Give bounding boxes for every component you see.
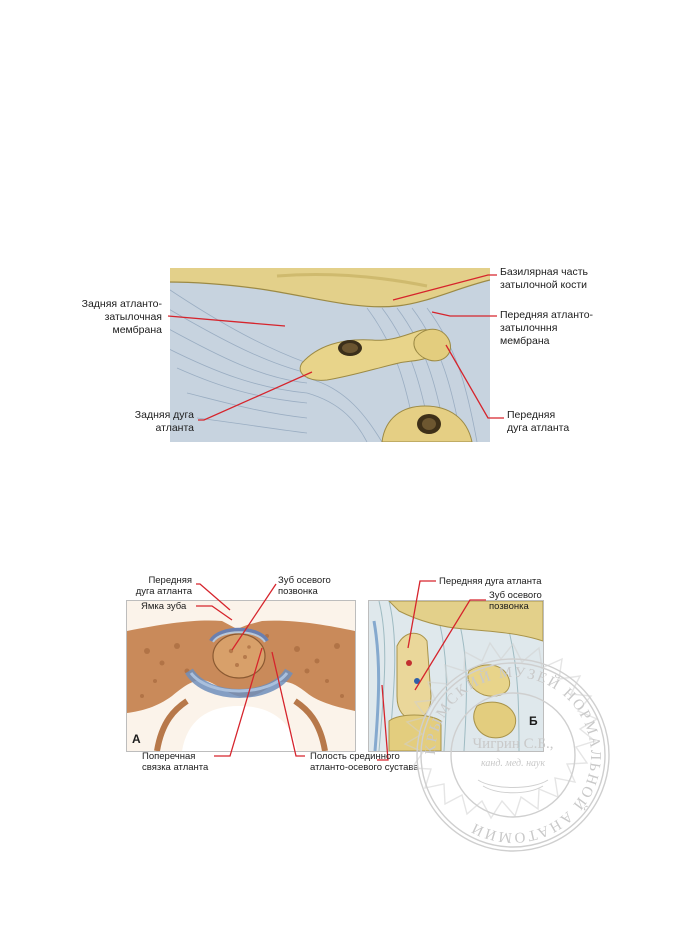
seal-center-name: Чигрин С.Б., xyxy=(472,736,553,752)
label-posterior-atlanto-occipital-membrane: Задняя атланто- затылочная мембрана xyxy=(81,298,162,336)
label-b-dens: Зуб осевого позвонка xyxy=(489,590,542,612)
label-basilar-part: Базилярная часть затылочной кости xyxy=(500,266,589,291)
label-a-dens: Зуб осевого позвонка xyxy=(278,575,331,597)
label-anterior-atlanto-occipital-membrane: Передняя атланто- затылочння мембрана xyxy=(500,309,594,347)
figure-atlanto-occipital-membranes xyxy=(167,268,490,442)
label-a-joint-cavity: Полость срединного атланто-осевого суста… xyxy=(310,751,419,773)
label-anterior-arch-fig1: Передняя дуга атланта xyxy=(507,409,570,434)
panel-b-tag: Б xyxy=(529,714,538,728)
label-b-anterior-arch: Передняя дуга атланта xyxy=(439,576,542,587)
label-a-transverse-ligament: Поперечная связка атланта xyxy=(142,751,209,773)
label-a-dens-fovea: Ямка зуба xyxy=(141,601,187,612)
figure-panel-a: А xyxy=(126,600,356,752)
panel-a-tag: А xyxy=(132,732,141,746)
label-a-anterior-arch: Передняя дуга атланта xyxy=(135,575,192,597)
museum-seal-watermark: КРЫМСКИЙ МУЗЕЙ НОРМАЛЬНОЙ АНАТОМИИ Чигри… xyxy=(398,640,628,870)
seal-ring-text: КРЫМСКИЙ МУЗЕЙ НОРМАЛЬНОЙ АНАТОМИИ xyxy=(423,665,603,846)
seal-center-degree: канд. мед. наук xyxy=(481,758,545,769)
label-posterior-arch: Задняя дуга атланта xyxy=(134,409,194,434)
